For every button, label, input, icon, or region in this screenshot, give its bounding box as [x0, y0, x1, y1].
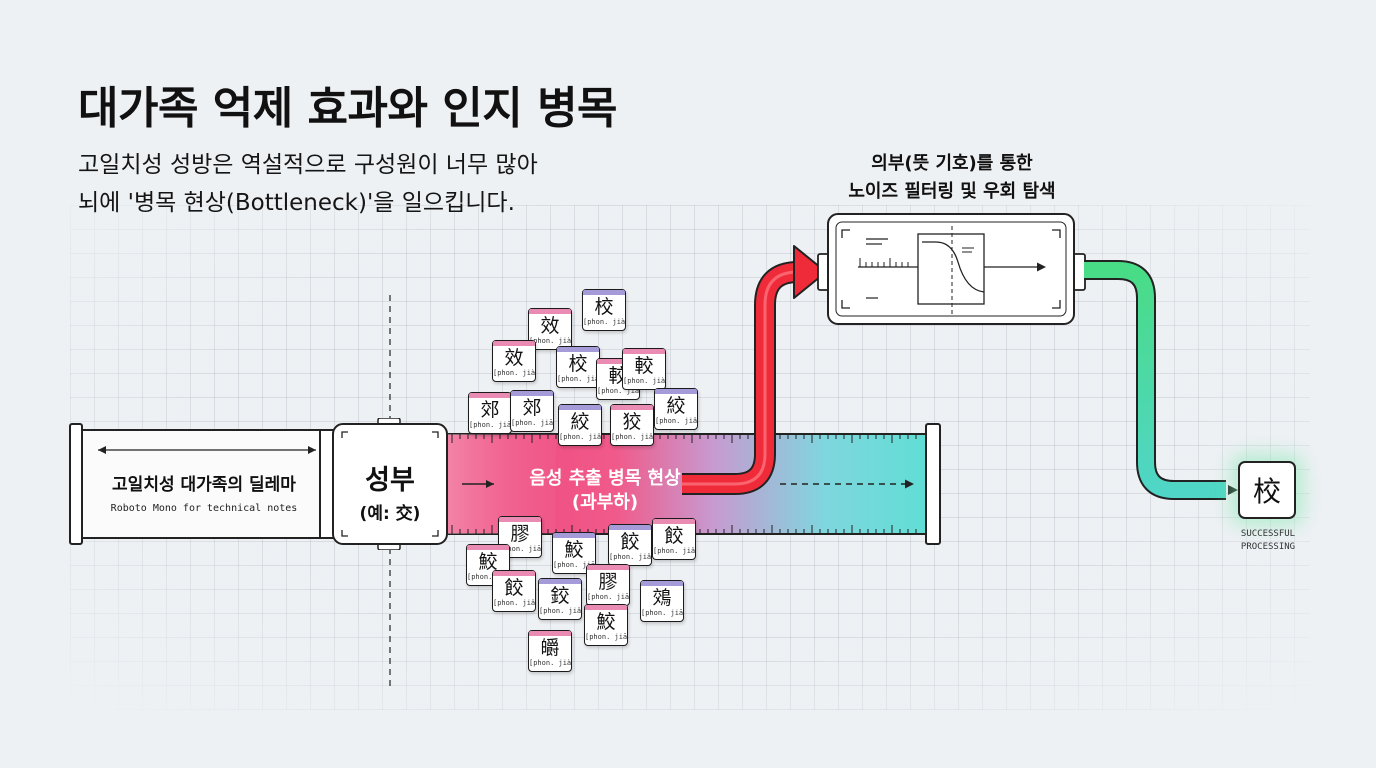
result-character-box: 校	[1238, 461, 1296, 519]
char-card: 膠[phon. jiāo]	[498, 516, 542, 558]
char-card: 膠[phon. jiāo]	[586, 564, 630, 606]
filter-title-line-2: 노이즈 필터링 및 우회 탐색	[848, 181, 1056, 202]
char-card: 餃[phon. jiǎo]	[652, 518, 696, 560]
char-card: 皭[phon. jiào]	[528, 630, 572, 672]
result-caption: SUCCESSFUL PROCESSING	[1222, 528, 1314, 554]
char-card: 鮫[phon. jiāo]	[584, 604, 628, 646]
filter-curve-panel	[917, 233, 985, 305]
char-card: 鮫[phon. jiāo]	[552, 532, 596, 574]
input-pipe-label: 고일치성 대가족의 딜레마 Roboto Mono for technical …	[94, 470, 314, 514]
phonetic-example: (예: 交)	[359, 504, 421, 524]
subtitle-line-2: 뇌에 '병목 현상(Bottleneck)'을 일으킵니다.	[78, 190, 515, 216]
char-card: 校[phon. jiào]	[582, 289, 626, 331]
char-card: 郊[phon. jiāo]	[510, 390, 554, 432]
output-pipe	[1084, 260, 1226, 500]
page-title: 대가족 억제 효과와 인지 병목	[78, 83, 618, 134]
input-pipe-title: 고일치성 대가족의 딜레마	[112, 475, 296, 495]
phonetic-label: 성부	[365, 465, 415, 496]
char-card: 郊[phon. jiāo]	[468, 392, 512, 434]
char-card: 餃[phon. jiǎo]	[608, 524, 652, 566]
bottleneck-label: 음성 추출 병목 현상 (과부하)	[500, 467, 710, 515]
bottleneck-label-line-1: 음성 추출 병목 현상	[529, 468, 681, 489]
char-card: 鵁[phon. jiāo]	[640, 580, 684, 622]
input-pipe-note: Roboto Mono for technical notes	[110, 503, 298, 514]
phonetic-box-label: 성부 (예: 交)	[334, 458, 446, 524]
filter-title: 의부(뜻 기호)를 통한 노이즈 필터링 및 우회 탐색	[812, 150, 1092, 206]
phonetic-box	[332, 418, 448, 550]
char-card: 校[phon. jiào]	[556, 346, 600, 388]
char-card: 餃[phon. jiǎo]	[492, 570, 536, 612]
filter-module	[817, 213, 1086, 325]
char-card: 鉸[phon. jiǎo]	[538, 578, 582, 620]
char-card: 絞[phon. jiǎo]	[558, 404, 602, 446]
bottleneck-label-line-2: (과부하)	[571, 492, 639, 513]
char-card: 較[phon. jiào]	[622, 348, 666, 390]
overload-arrowhead	[793, 245, 827, 299]
char-card: 效[phon. jiào]	[492, 340, 536, 382]
result-character: 校	[1252, 475, 1281, 508]
input-pipe	[69, 423, 335, 545]
char-card: 狡[phon. jiǎo]	[610, 404, 654, 446]
filter-title-line-1: 의부(뜻 기호)를 통한	[871, 153, 1033, 174]
char-card: 絞[phon. jiǎo]	[654, 388, 698, 430]
result-caption-line-1: SUCCESSFUL	[1240, 529, 1296, 539]
output-arrowhead	[1228, 485, 1238, 495]
subtitle-line-1: 고일치성 성방은 역설적으로 구성원이 너무 많아	[78, 152, 538, 178]
page-subtitle: 고일치성 성방은 역설적으로 구성원이 너무 많아 뇌에 '병목 현상(Bott…	[78, 146, 638, 222]
result-caption-line-2: PROCESSING	[1240, 542, 1296, 552]
